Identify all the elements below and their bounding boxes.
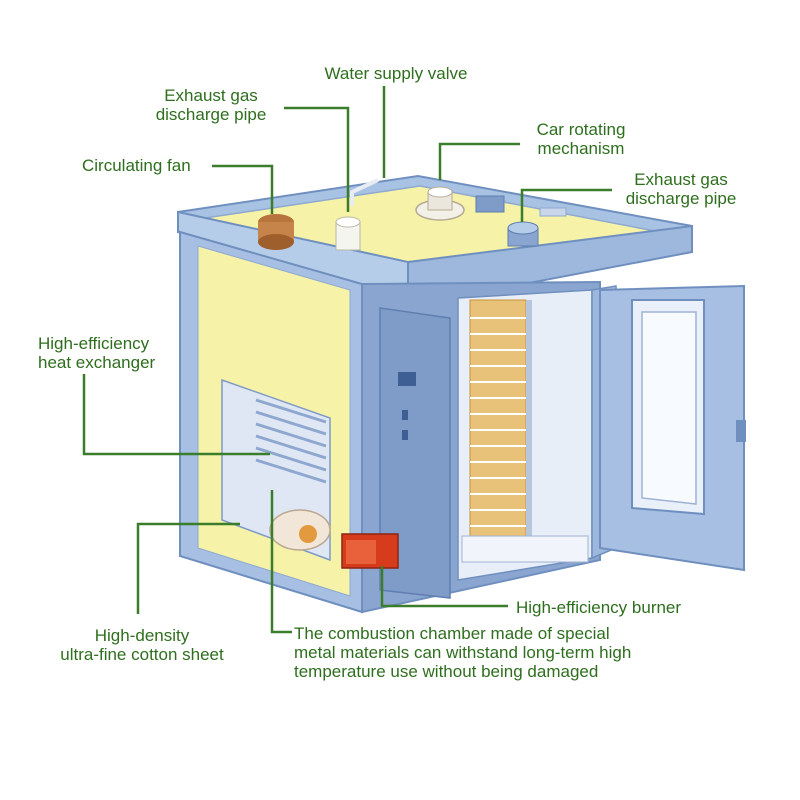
water-valve-unit: [350, 178, 379, 206]
label-water-supply-valve-text: Water supply valve: [324, 64, 468, 83]
label-car-rotating-line2: mechanism: [537, 139, 625, 158]
leader-burner: [380, 566, 508, 608]
label-exhaust-pipe-right-line1: Exhaust gas: [634, 170, 728, 189]
label-cotton-sheet-line1: High-density: [94, 626, 190, 645]
label-exhaust-pipe-right-line2: discharge pipe: [625, 189, 737, 208]
label-exhaust-pipe-left: Exhaust gas discharge pipe: [136, 86, 286, 124]
label-exhaust-pipe-left-line1: Exhaust gas: [164, 86, 258, 105]
chamber-floor: [461, 535, 589, 563]
control-button: [402, 410, 408, 420]
leader-lines: [82, 86, 612, 634]
control-display: [398, 372, 416, 386]
label-burner-text: High-efficiency burner: [516, 598, 682, 617]
heat-exchanger-fins: [255, 398, 327, 484]
leader-cotton-sheet: [136, 522, 240, 614]
label-car-rotating: Car rotating mechanism: [514, 120, 648, 158]
label-burner: High-efficiency burner: [516, 598, 681, 617]
label-heat-exchanger: High-efficiency heat exchanger: [38, 334, 155, 372]
combustion-flame: [299, 525, 317, 543]
label-circulating-fan-text: Circulating fan: [82, 156, 191, 175]
exhaust-pipe-left-unit: [335, 216, 361, 251]
control-button: [402, 430, 408, 440]
label-combustion-chamber-line3: temperature use without being damaged: [294, 662, 599, 681]
label-combustion-chamber-line2: metal materials can withstand long-term …: [294, 643, 632, 662]
label-exhaust-pipe-right: Exhaust gas discharge pipe: [606, 170, 756, 208]
label-exhaust-pipe-left-line2: discharge pipe: [155, 105, 267, 124]
label-car-rotating-line1: Car rotating: [536, 120, 626, 139]
circulating-fan-unit: [258, 214, 294, 250]
door-window-inner: [641, 311, 697, 505]
leader-combustion-chamber: [270, 490, 292, 634]
exhaust-pipe-right-unit: [507, 221, 539, 247]
label-combustion-chamber-line1: The combustion chamber made of special: [294, 624, 610, 643]
leader-exhaust-right: [520, 188, 612, 222]
label-cotton-sheet-line2: ultra-fine cotton sheet: [60, 645, 224, 664]
tray-rack: [469, 299, 532, 550]
label-combustion-chamber: The combustion chamber made of special m…: [294, 624, 631, 681]
label-water-supply-valve: Water supply valve: [296, 64, 496, 83]
label-heat-exchanger-line1: High-efficiency: [38, 334, 150, 353]
leader-circulating-fan: [212, 164, 274, 214]
label-cotton-sheet: High-density ultra-fine cotton sheet: [44, 626, 240, 664]
leader-heat-exchanger: [82, 374, 270, 456]
label-circulating-fan: Circulating fan: [82, 156, 191, 175]
door-handle: [736, 420, 746, 442]
burner-face: [346, 540, 376, 564]
leader-exhaust-left: [284, 106, 350, 212]
car-rotating-unit: [415, 186, 567, 221]
label-heat-exchanger-line2: heat exchanger: [38, 353, 156, 372]
control-panel: [379, 307, 451, 599]
leader-car-rotating: [438, 142, 520, 180]
